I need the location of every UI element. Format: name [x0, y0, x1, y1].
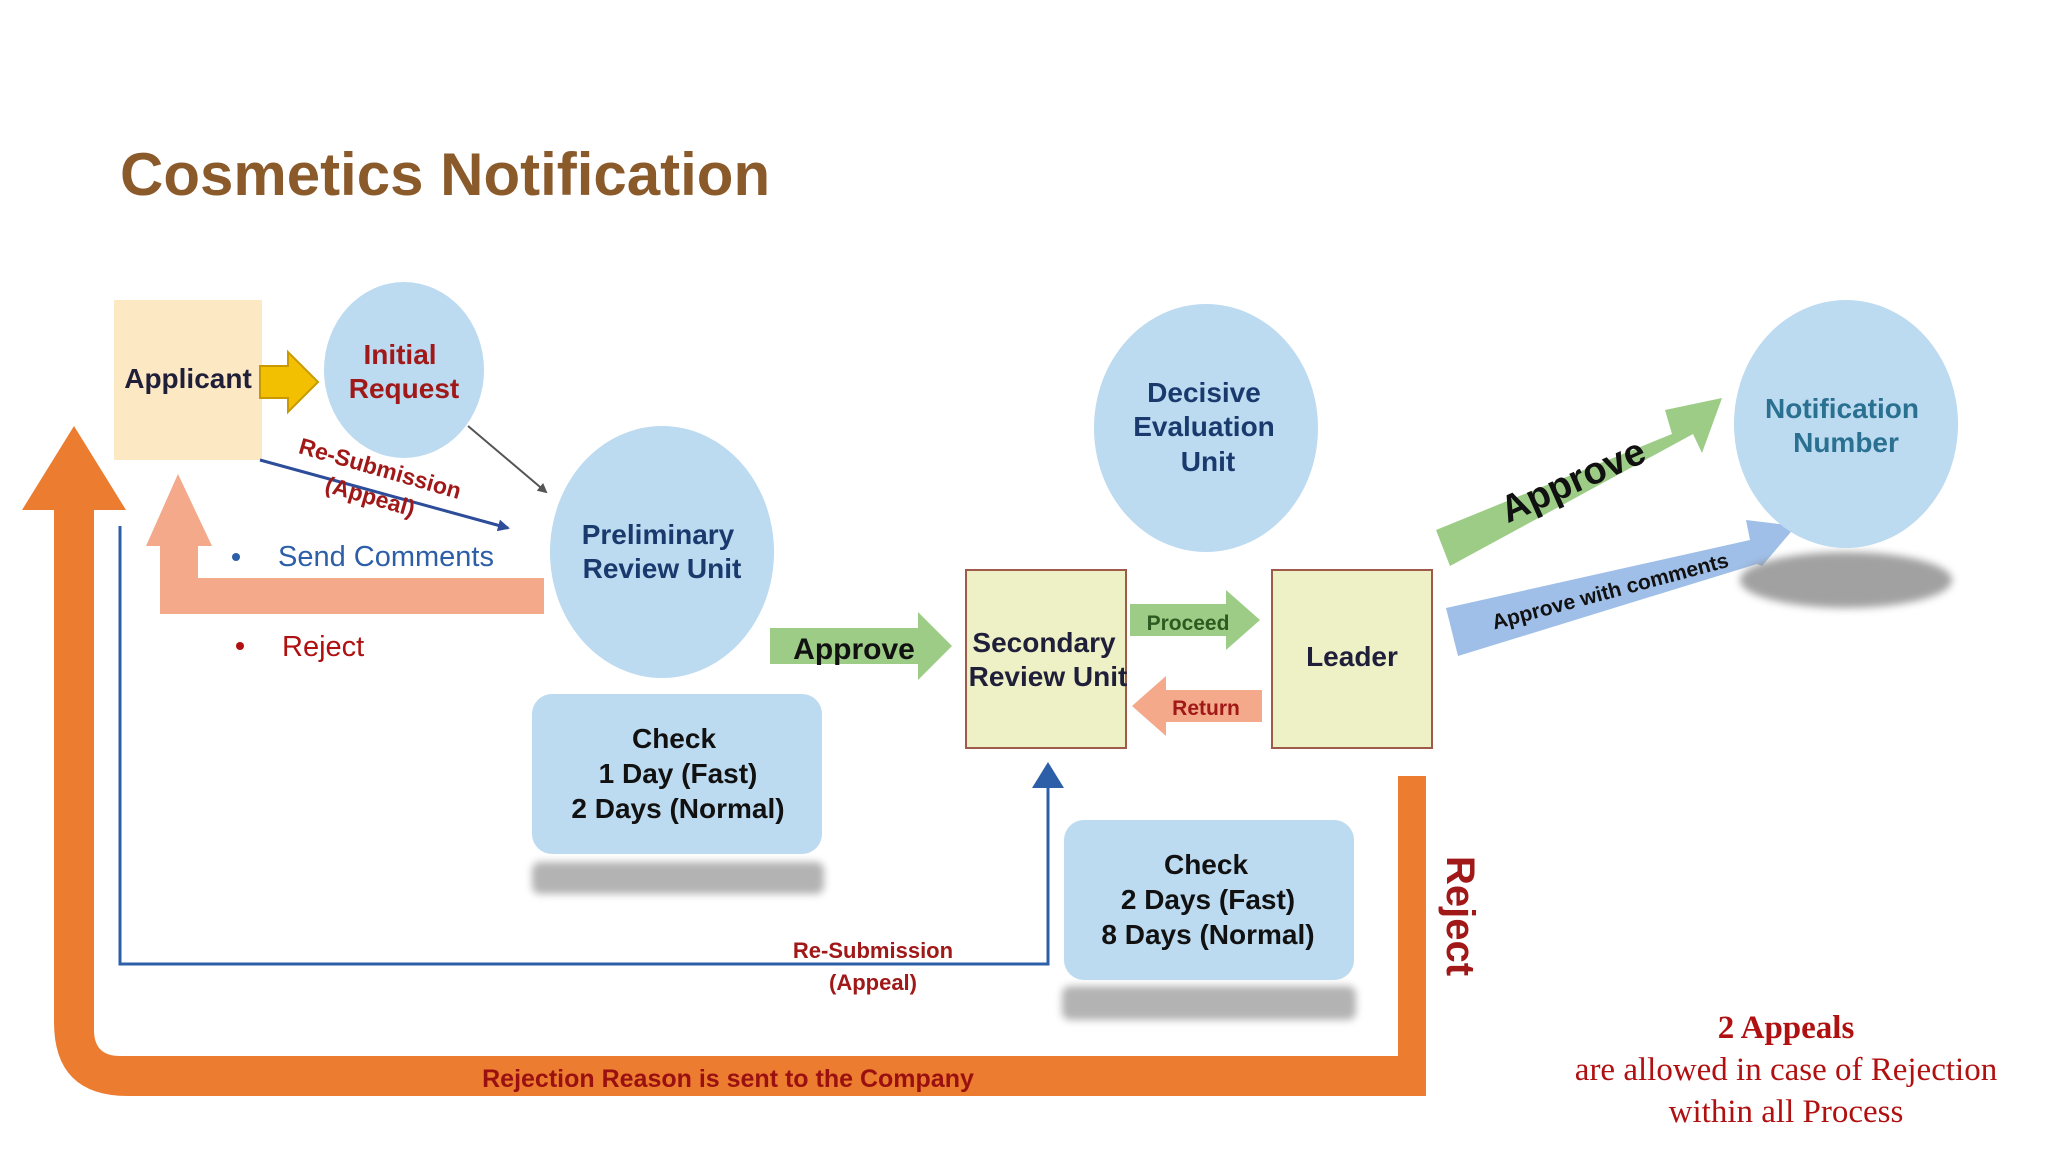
secondary-review-box — [965, 569, 1127, 749]
notification-number-label-2: Number — [1793, 427, 1899, 458]
secondary-check-label-3: 8 Days (Normal) — [1101, 919, 1314, 950]
initial-request-circle — [324, 282, 484, 458]
resubmission-line-bottom — [118, 526, 1050, 966]
reject-leader-label: Reject — [1438, 856, 1482, 976]
approve-arrow-leader — [1436, 398, 1722, 566]
arrow-up-icon — [1032, 762, 1064, 788]
approve-leader-label: Approve — [1494, 431, 1652, 532]
resubmission-bottom-label-1: Re-Submission — [793, 938, 953, 963]
return-label: Return — [1172, 697, 1240, 720]
proceed-arrow — [1130, 590, 1260, 650]
leader-box — [1271, 569, 1433, 749]
bullet-icon — [236, 642, 244, 650]
applicant-label: Applicant — [124, 363, 252, 394]
initial-request-label-2: Request — [349, 373, 459, 404]
check-shadow — [1062, 986, 1356, 1020]
secondary-check-label-1: Check — [1164, 849, 1248, 880]
notification-number-label-1: Notification — [1765, 393, 1919, 424]
check-shadow — [532, 862, 824, 894]
page-title: Cosmetics Notification — [120, 141, 770, 208]
send-comments-label: Send Comments — [278, 541, 494, 573]
resubmission-bottom-label-2: (Appeal) — [829, 970, 917, 995]
preliminary-review-circle — [550, 426, 774, 678]
proceed-label: Proceed — [1147, 612, 1230, 635]
appeals-note-line-3: within all Process — [1669, 1094, 1904, 1130]
preliminary-check-label-1: Check — [632, 723, 716, 754]
approve-preliminary-label: Approve — [793, 633, 915, 666]
secondary-review-label-2: Review Unit — [969, 661, 1128, 692]
bullet-icon — [232, 553, 240, 561]
reject-bullet-label: Reject — [282, 631, 364, 663]
approve-arrow-preliminary — [770, 612, 952, 680]
applicant-box — [114, 300, 262, 460]
notification-number-circle — [1734, 300, 1958, 548]
appeals-note-line-1: 2 Appeals — [1718, 1010, 1855, 1046]
secondary-review-label-1: Secondary — [972, 627, 1116, 658]
decisive-evaluation-circle — [1094, 304, 1318, 552]
return-arrow — [1132, 676, 1262, 736]
preliminary-check-box — [532, 694, 822, 854]
rejection-reason-label: Rejection Reason is sent to the Company — [482, 1065, 974, 1093]
approve-with-comments-arrow — [1446, 520, 1796, 656]
preliminary-check-label-3: 2 Days (Normal) — [571, 793, 784, 824]
send-comments-reject-arrow — [146, 474, 544, 614]
decisive-evaluation-label-2: Evaluation — [1133, 411, 1275, 442]
secondary-check-label-2: 2 Days (Fast) — [1121, 884, 1295, 915]
arrow-right-icon — [259, 349, 320, 415]
appeals-note-line-2: are allowed in case of Rejection — [1575, 1052, 1997, 1088]
decisive-evaluation-label-1: Decisive — [1147, 377, 1261, 408]
decisive-evaluation-label-3: Unit — [1181, 446, 1235, 477]
preliminary-review-label-1: Preliminary — [582, 519, 735, 550]
preliminary-check-label-2: 1 Day (Fast) — [599, 758, 758, 789]
initial-request-label-1: Initial — [363, 339, 436, 370]
connector-arrow — [467, 425, 548, 494]
secondary-check-box — [1064, 820, 1354, 980]
resubmission-arrow-top — [259, 458, 510, 532]
preliminary-review-label-2: Review Unit — [583, 553, 742, 584]
notification-shadow — [1740, 552, 1952, 608]
leader-label: Leader — [1306, 641, 1398, 672]
